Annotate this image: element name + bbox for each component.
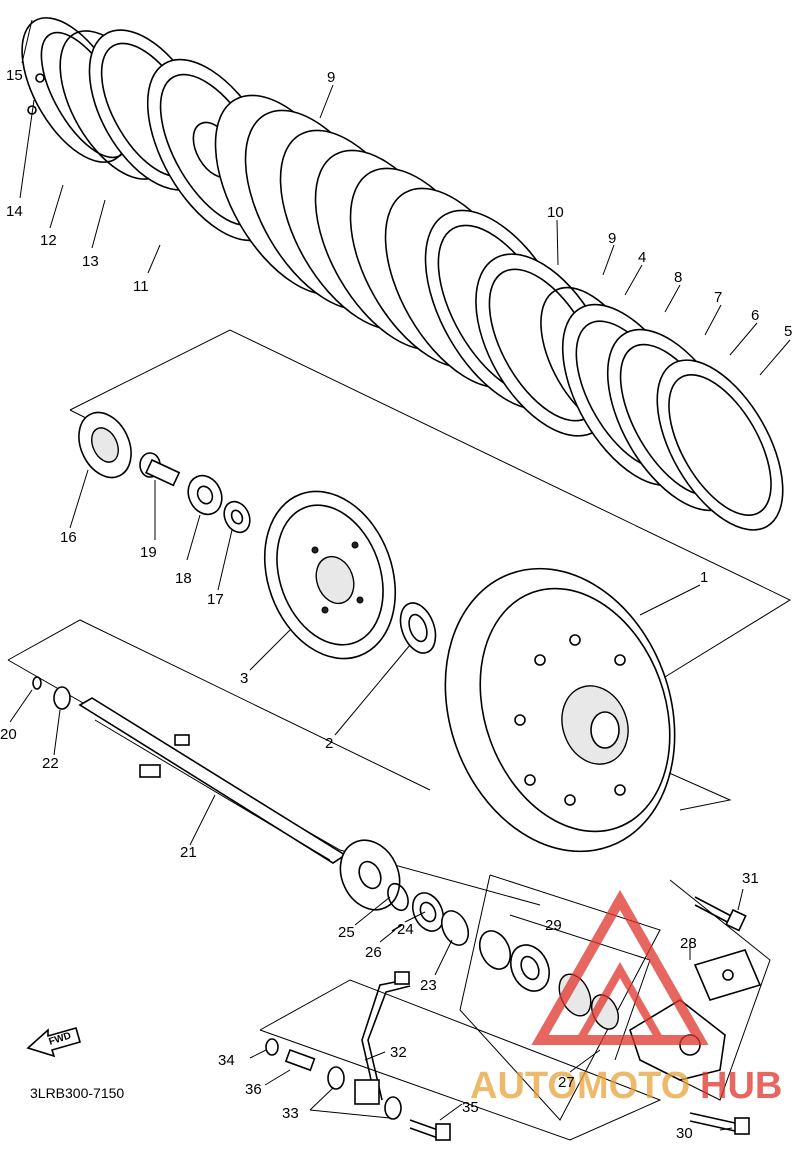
o-ring — [387, 882, 409, 912]
callout-9-lower: 9 — [608, 230, 616, 247]
callout-9-upper: 9 — [327, 69, 335, 86]
oil-seal-small — [53, 686, 71, 710]
callout-5: 5 — [784, 323, 792, 340]
callout-21: 21 — [180, 844, 197, 861]
assembly-outline-shaft — [259, 979, 662, 1141]
watermark-part1: AUTOMOTO — [470, 1065, 690, 1107]
watermark-part2: HUB — [700, 1065, 782, 1107]
callout-2: 2 — [325, 735, 333, 752]
oil-seal-large — [339, 839, 401, 911]
release-bearing — [509, 944, 551, 992]
callout-29: 29 — [545, 917, 562, 934]
callout-28: 28 — [680, 935, 697, 952]
callout-31: 31 — [742, 870, 759, 887]
leader-lines — [9, 19, 791, 1131]
union-bolt-long — [409, 1119, 451, 1141]
callout-30: 30 — [676, 1125, 693, 1142]
pin — [391, 924, 403, 932]
primary-driven-gear-housing — [444, 567, 676, 853]
bushing — [411, 892, 445, 932]
oil-delivery-pipe — [354, 971, 411, 1105]
long-push-rod — [78, 697, 347, 864]
forward-direction-arrow: FWD — [26, 1027, 81, 1058]
callout-35: 35 — [462, 1099, 479, 1116]
bolt-long — [694, 896, 747, 932]
callout-6: 6 — [751, 307, 759, 324]
callout-22: 22 — [42, 755, 59, 772]
callout-14: 14 — [6, 203, 23, 220]
callout-10: 10 — [547, 204, 564, 221]
callout-12: 12 — [40, 232, 57, 249]
callout-8: 8 — [674, 269, 682, 286]
union-bolt — [284, 1048, 316, 1072]
callout-33: 33 — [282, 1105, 299, 1122]
callout-4: 4 — [638, 249, 646, 266]
cable-bracket — [693, 949, 762, 1001]
callout-36: 36 — [245, 1081, 262, 1098]
short-push-rod — [139, 452, 181, 487]
bolt-lever — [689, 1112, 750, 1135]
thrust-washer — [399, 602, 437, 654]
copper-washer-a — [327, 1066, 345, 1090]
callout-27: 27 — [558, 1074, 575, 1091]
callout-18: 18 — [175, 570, 192, 587]
copper-washer-b — [384, 1096, 402, 1120]
damper-spring — [656, 359, 784, 531]
washer-small — [440, 910, 470, 946]
watermark-logo: AUTOMOTO HUB — [470, 889, 782, 1107]
callout-15: 15 — [6, 67, 23, 84]
callout-20: 20 — [0, 726, 17, 743]
callout-17: 17 — [207, 591, 224, 608]
callout-3: 3 — [240, 670, 248, 687]
callout-13: 13 — [82, 253, 99, 270]
callout-23: 23 — [420, 977, 437, 994]
shaft-seal — [478, 930, 512, 970]
callout-11: 11 — [133, 278, 149, 295]
diagram-code: 3LRB300-7150 — [30, 1085, 124, 1101]
small-o-ring — [265, 1038, 279, 1056]
ball — [32, 676, 42, 690]
callout-24: 24 — [397, 921, 414, 938]
callout-19: 19 — [140, 544, 157, 561]
primary-driven-gear-boss — [263, 490, 397, 660]
callout-26: 26 — [365, 944, 382, 961]
callout-32: 32 — [390, 1044, 407, 1061]
callout-1: 1 — [700, 569, 708, 586]
callout-34: 34 — [218, 1052, 235, 1069]
nut — [187, 474, 223, 516]
lock-washer — [223, 500, 251, 534]
callout-16: 16 — [60, 529, 77, 546]
bearing — [78, 411, 132, 479]
callout-25: 25 — [338, 924, 355, 941]
callout-labels: 1 2 3 4 5 6 7 8 9 9 10 11 12 13 14 15 16… — [0, 67, 792, 1142]
callout-7: 7 — [714, 289, 722, 306]
